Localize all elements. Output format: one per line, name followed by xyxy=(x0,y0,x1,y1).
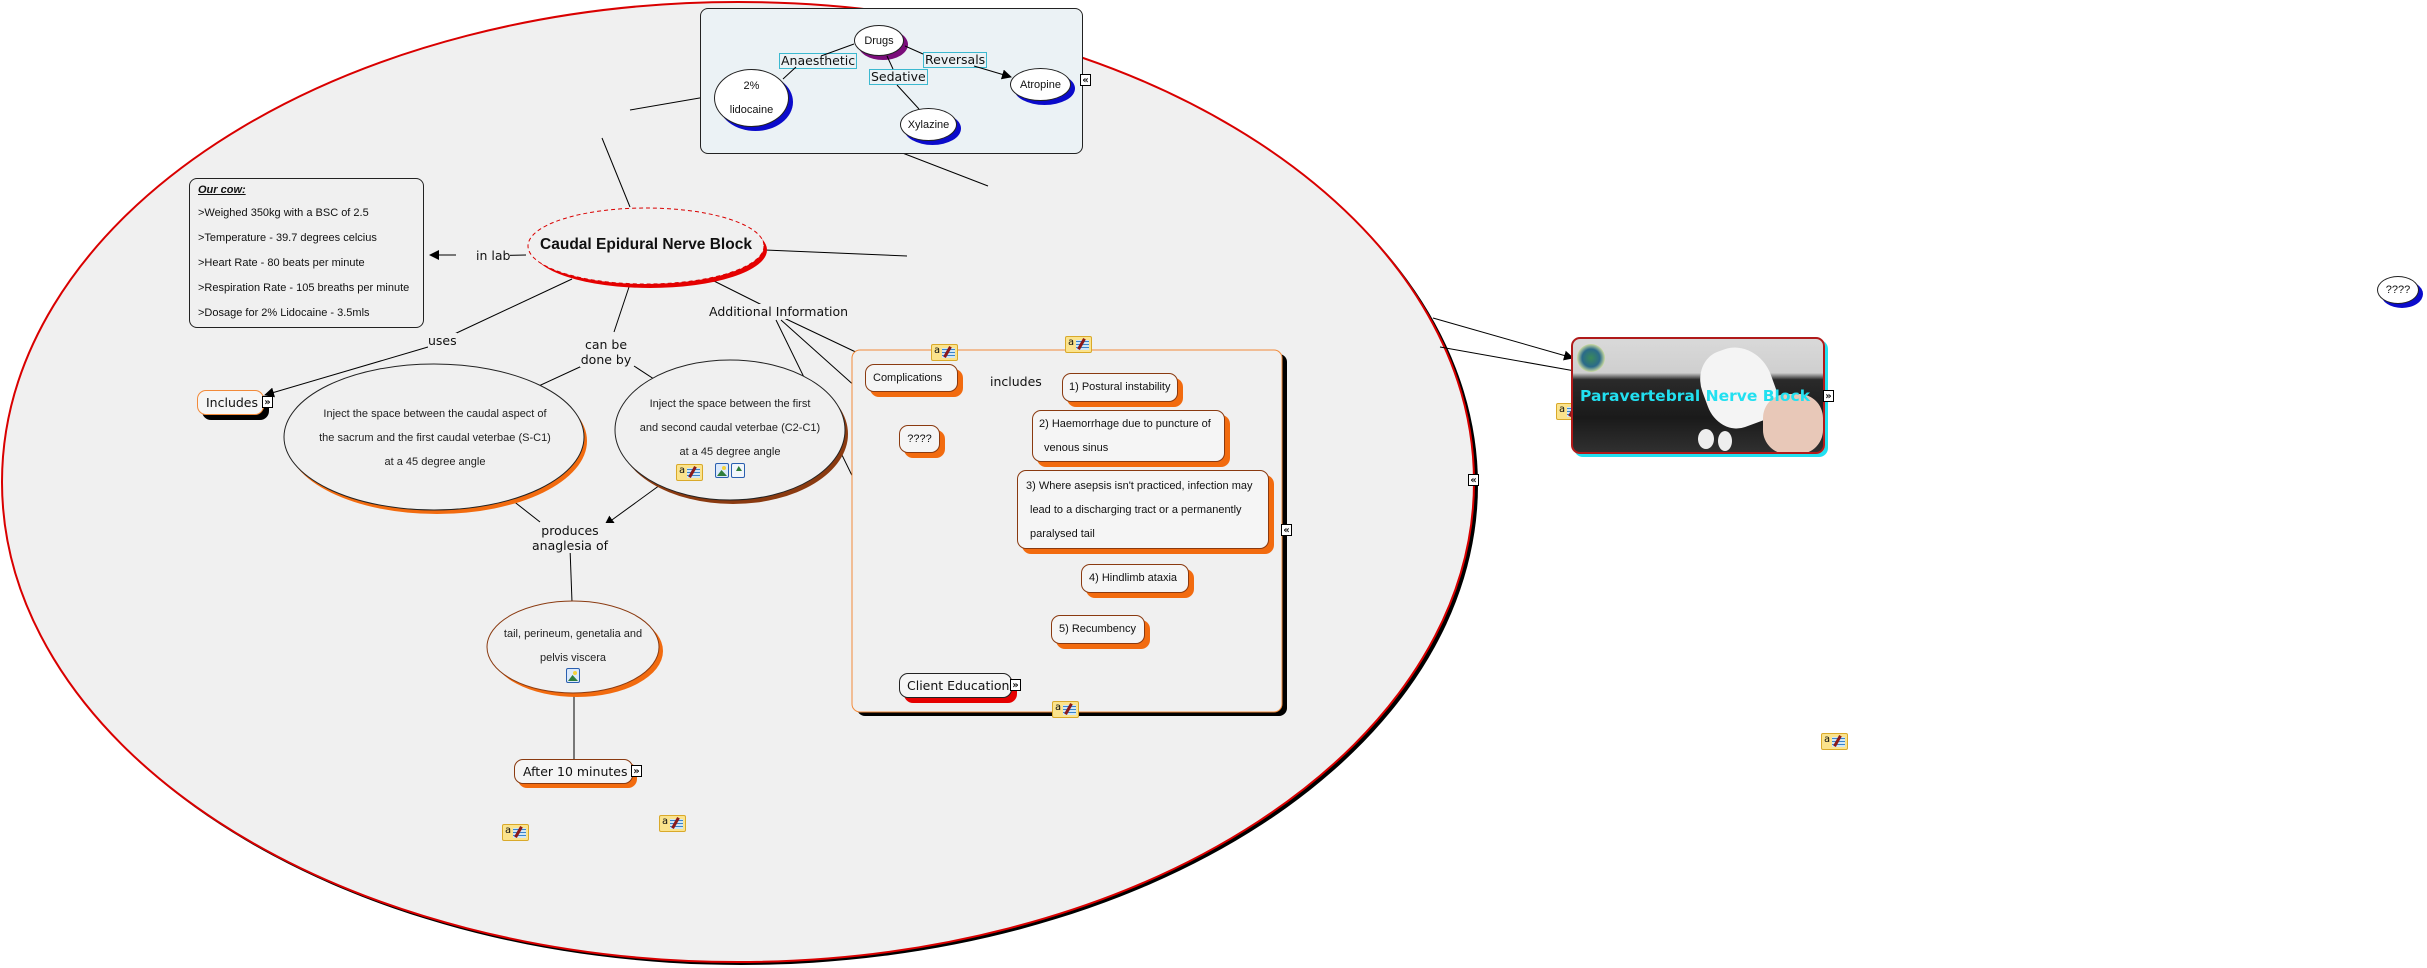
document-icon[interactable] xyxy=(731,463,745,478)
expand-paravertebral-button[interactable]: » xyxy=(1823,390,1834,402)
complication-label: paralysed tail xyxy=(1030,528,1095,540)
note-icon[interactable]: a xyxy=(1052,701,1079,718)
complication-label: lead to a discharging tract or a permane… xyxy=(1030,504,1242,516)
paravertebral-image xyxy=(1573,339,1823,452)
complications-node[interactable]: Complications xyxy=(865,364,958,392)
cow-info-line: >Heart Rate - 80 beats per minute xyxy=(198,257,365,269)
paravertebral-node[interactable]: Paravertebral Nerve Block xyxy=(1571,337,1825,454)
connector xyxy=(613,286,630,333)
complication-label: 3) Where asepsis isn't practiced, infect… xyxy=(1026,480,1253,492)
method-sc1-line: the sacrum and the first caudal veterbae… xyxy=(319,432,551,444)
main-node-ellipse[interactable] xyxy=(527,207,765,285)
cow-info-line: >Dosage for 2% Lidocaine - 3.5mls xyxy=(198,307,370,319)
method-c2c1-line: and second caudal veterbae (C2-C1) xyxy=(639,422,821,434)
analgesia-text: tail, perineum, genetalia and pelvis vis… xyxy=(490,622,656,670)
unknown-outer-label: ???? xyxy=(2385,284,2411,296)
expand-includes-button[interactable]: » xyxy=(262,396,273,408)
note-icon[interactable]: a xyxy=(1821,733,1848,750)
expand-after-10-button[interactable]: » xyxy=(631,765,642,777)
connector xyxy=(1439,346,1576,372)
link-reversals: Reversals xyxy=(923,52,988,68)
connector xyxy=(601,137,631,208)
method-c2c1-text: Inject the space between the first and s… xyxy=(625,392,835,464)
atropine-label: Atropine xyxy=(1020,78,1061,91)
note-icon[interactable]: a xyxy=(931,344,958,361)
link-label-in-lab: in lab xyxy=(476,248,511,263)
includes-label: Includes xyxy=(206,395,259,410)
collapse-info-group-button[interactable]: « xyxy=(1281,524,1292,536)
connector-arrow xyxy=(604,484,661,526)
complication-label: venous sinus xyxy=(1044,442,1109,454)
link-sedative: Sedative xyxy=(869,69,928,85)
atropine-node[interactable]: Atropine xyxy=(1010,68,1071,101)
expand-client-education-button[interactable]: » xyxy=(1010,679,1021,691)
xylazine-label: Xylazine xyxy=(907,118,950,131)
complication-item[interactable]: 2) Haemorrhage due to puncture of venous… xyxy=(1032,410,1225,462)
unknown-inner-label: ???? xyxy=(907,433,932,445)
paravertebral-label: Paravertebral Nerve Block xyxy=(1580,387,1811,405)
lidocaine-node[interactable]: 2% lidocaine xyxy=(714,69,789,127)
method-c2c1-line: Inject the space between the first xyxy=(649,398,811,410)
link-label-includes: includes xyxy=(990,374,1042,389)
analgesia-line: tail, perineum, genetalia and xyxy=(503,628,643,640)
complications-label: Complications xyxy=(873,372,943,384)
connector xyxy=(511,499,541,523)
connector xyxy=(713,280,763,306)
drugs-root-node[interactable]: Drugs xyxy=(854,25,904,56)
method-sc1-ellipse[interactable] xyxy=(283,363,585,511)
includes-node[interactable]: Includes xyxy=(197,390,264,415)
image-icon[interactable] xyxy=(715,463,729,478)
complication-label: 2) Haemorrhage due to puncture of xyxy=(1039,418,1211,430)
link-label-produces: produces anaglesia of xyxy=(511,523,629,553)
note-icon[interactable]: a xyxy=(676,464,703,481)
cow-info-line: >Respiration Rate - 105 breaths per minu… xyxy=(198,282,410,294)
collapse-drugs-button[interactable]: « xyxy=(1080,74,1091,86)
link-label-can-be-done-by: can be done by xyxy=(580,337,632,367)
complication-item[interactable]: 5) Recumbency xyxy=(1051,615,1145,644)
complication-label: 4) Hindlimb ataxia xyxy=(1089,572,1178,584)
xylazine-node[interactable]: Xylazine xyxy=(900,108,957,141)
analgesia-line: pelvis viscera xyxy=(539,652,607,664)
cow-info-box[interactable]: Our cow: >Weighed 350kg with a BSC of 2.… xyxy=(189,178,424,328)
client-education-node[interactable]: Client Education xyxy=(899,673,1012,698)
method-sc1-text: Inject the space between the caudal aspe… xyxy=(290,402,580,474)
method-c2c1-line: at a 45 degree angle xyxy=(679,446,781,458)
note-icon[interactable]: a xyxy=(502,824,529,841)
note-icon[interactable]: a xyxy=(659,815,686,832)
lidocaine-label-1: 2% xyxy=(743,80,760,92)
connector xyxy=(569,547,573,603)
main-node-title: Caudal Epidural Nerve Block xyxy=(540,236,752,253)
complication-item[interactable]: 3) Where asepsis isn't practiced, infect… xyxy=(1017,470,1269,549)
complication-item[interactable]: 1) Postural instability xyxy=(1062,373,1178,402)
cow-info-line: >Weighed 350kg with a BSC of 2.5 xyxy=(198,207,369,219)
drugs-connectors xyxy=(782,43,1012,110)
link-anaesthetic: Anaesthetic xyxy=(779,53,858,69)
connector xyxy=(764,249,908,257)
drugs-root-label: Drugs xyxy=(864,34,894,47)
analgesia-ellipse[interactable] xyxy=(486,600,660,694)
after-10-minutes-node[interactable]: After 10 minutes xyxy=(514,759,633,784)
drugs-submap[interactable]: Drugs Anaesthetic Sedative Reversals 2% … xyxy=(700,8,1083,154)
collapse-cluster-button[interactable]: « xyxy=(1468,474,1479,486)
unknown-outer-node[interactable]: ???? xyxy=(2377,276,2419,304)
connector xyxy=(447,278,573,338)
lidocaine-label-2: lidocaine xyxy=(729,104,774,116)
complication-label: 5) Recumbency xyxy=(1059,623,1137,635)
complication-item[interactable]: 4) Hindlimb ataxia xyxy=(1081,564,1189,593)
cow-info-line: >Temperature - 39.7 degrees celcius xyxy=(198,232,377,244)
complication-label: 1) Postural instability xyxy=(1069,381,1171,393)
after-10-minutes-label: After 10 minutes xyxy=(523,764,628,779)
method-sc1-line: Inject the space between the caudal aspe… xyxy=(323,408,547,420)
note-icon[interactable]: a xyxy=(1065,336,1092,353)
link-label-additional-information: Additional Information xyxy=(709,304,849,319)
method-sc1-line: at a 45 degree angle xyxy=(384,456,486,468)
method-c2c1-ellipse[interactable] xyxy=(614,359,846,501)
link-label-uses: uses xyxy=(428,333,457,348)
connector-arrow xyxy=(264,346,429,398)
client-education-label: Client Education xyxy=(907,678,1010,693)
image-icon[interactable] xyxy=(566,668,580,683)
connector-arrow xyxy=(1432,317,1574,361)
unknown-inner-node[interactable]: ???? xyxy=(899,425,940,453)
cow-info-title: Our cow: xyxy=(198,184,246,196)
